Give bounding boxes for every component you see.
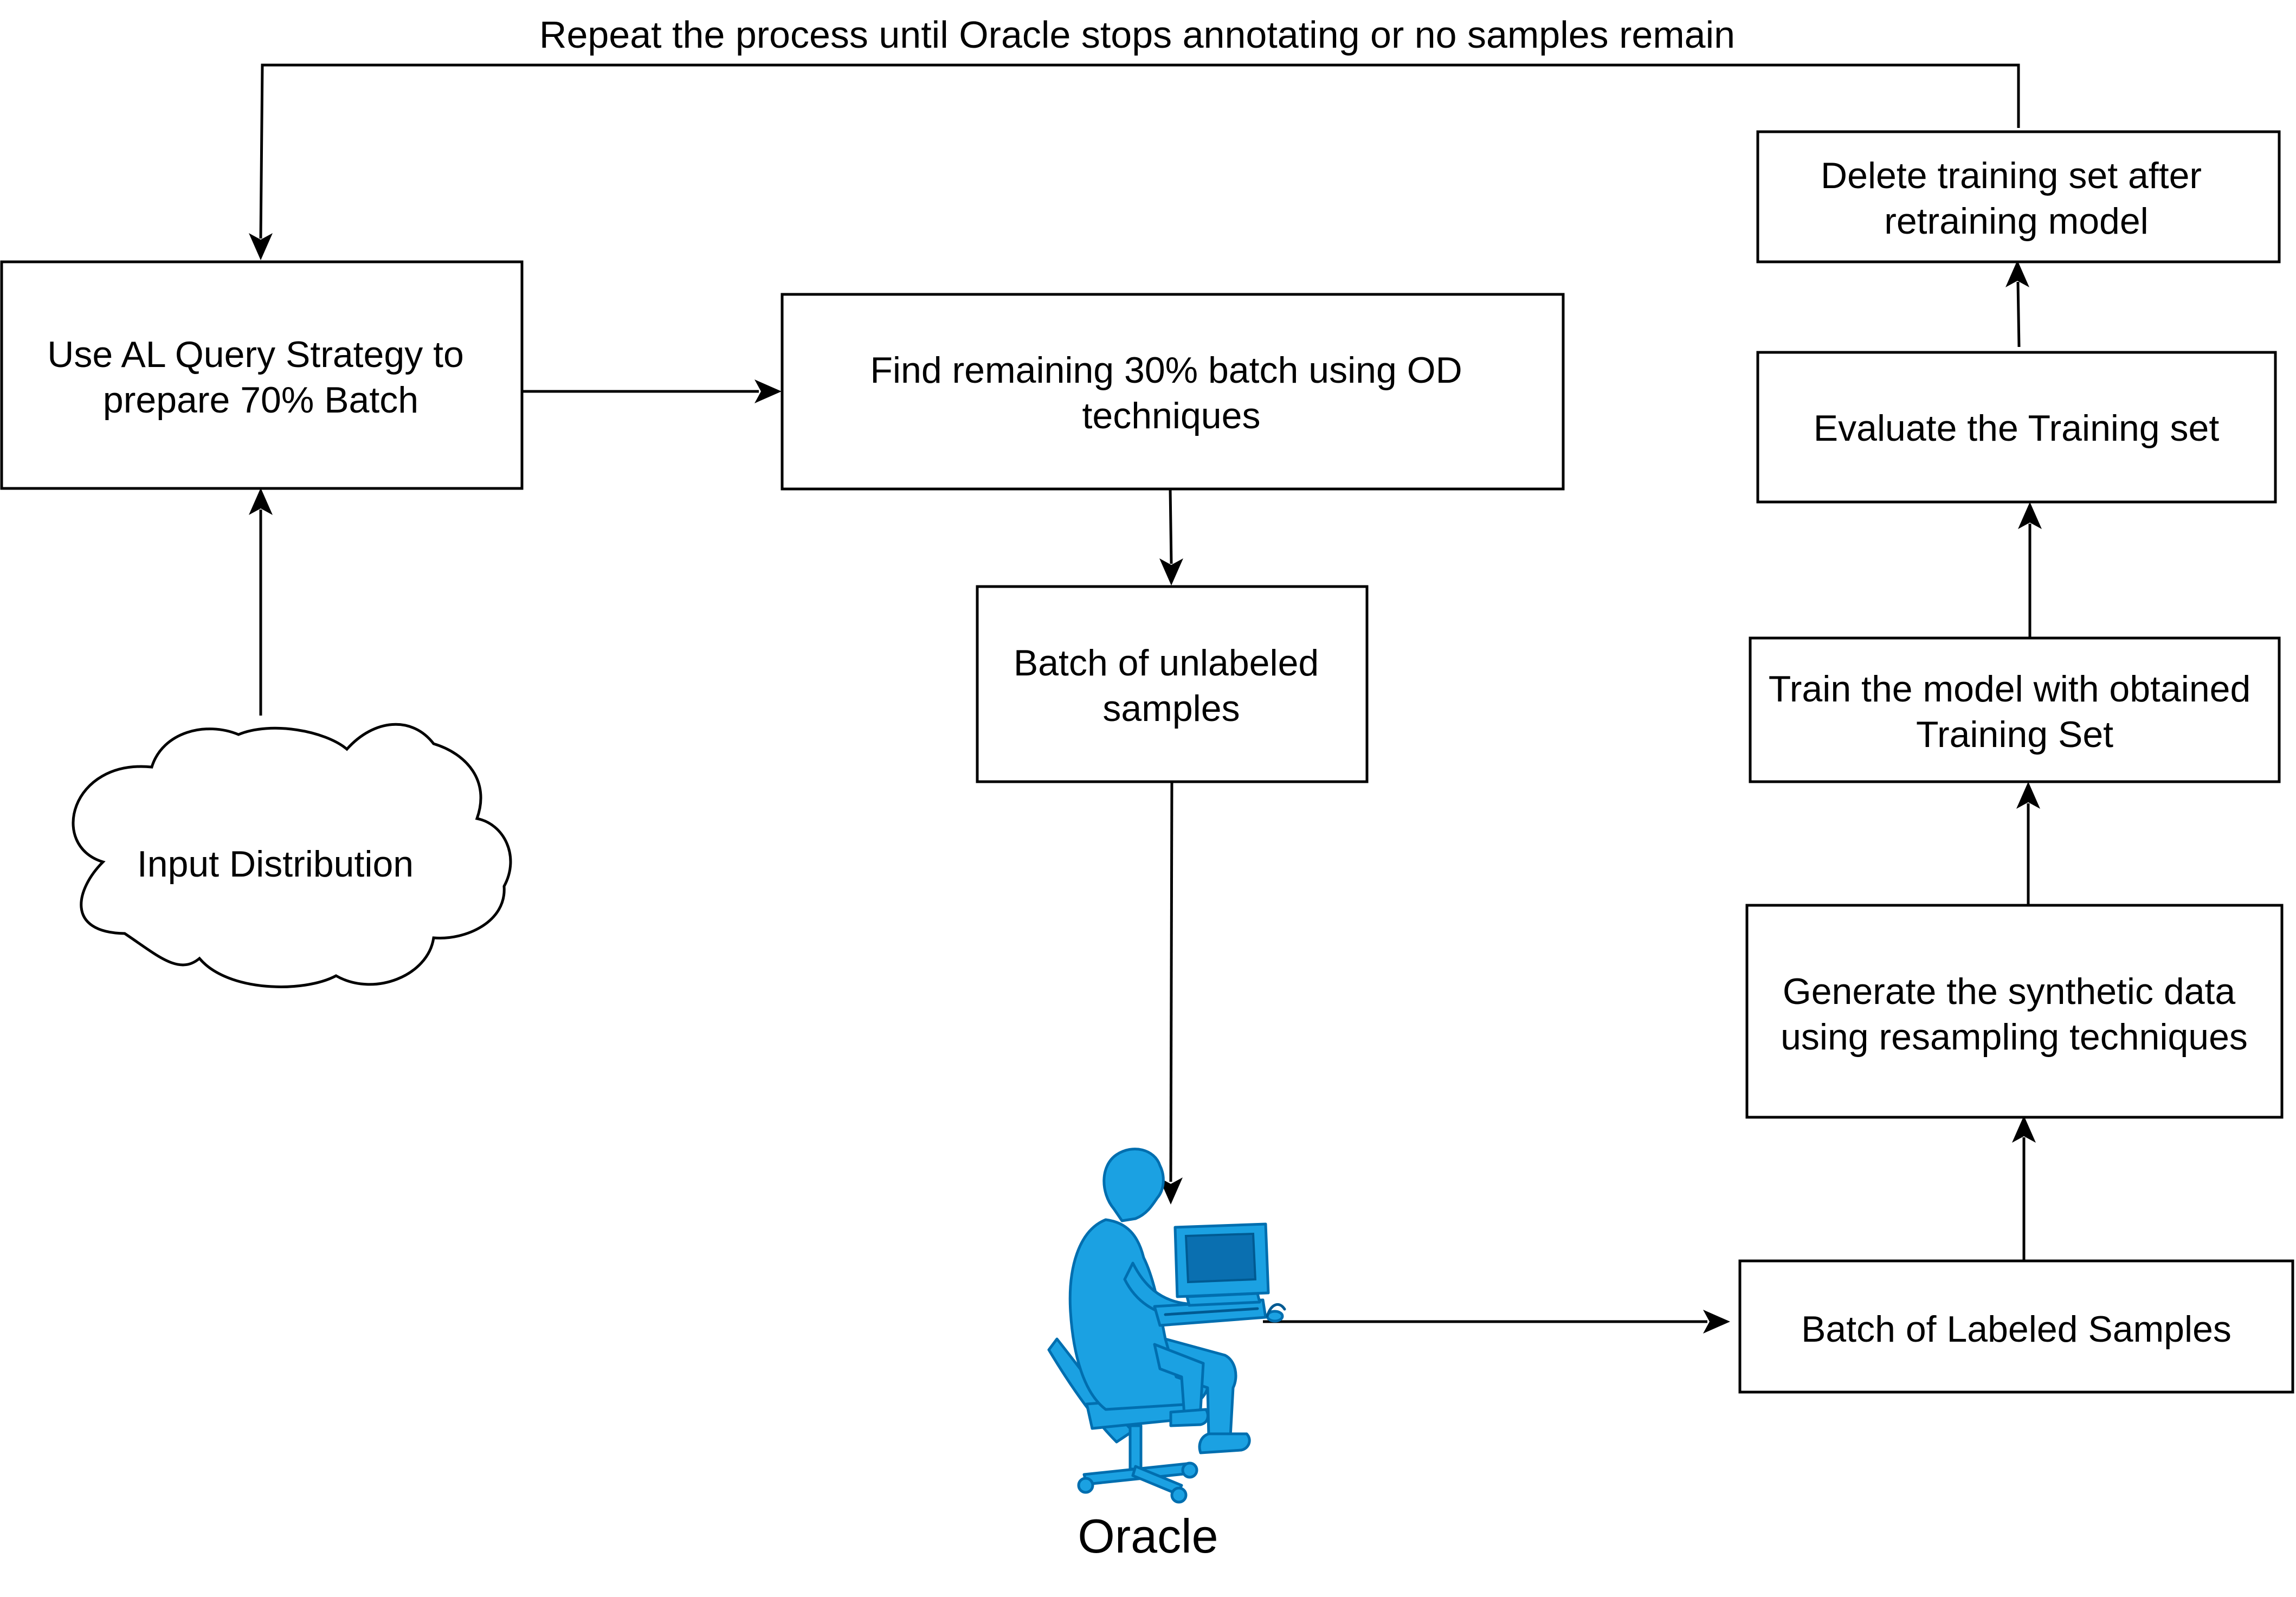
node-synthetic: Generate the synthetic data using resamp… <box>1745 904 2284 1119</box>
node-label: Input Distribution <box>137 843 414 885</box>
edge-labeled-to-synthetic <box>2012 1116 2036 1260</box>
node-label: Use AL Query Strategy to prepare 70% Bat… <box>47 334 474 421</box>
edge-train-to-evaluate <box>2018 502 2042 637</box>
cloud-shape <box>72 723 512 988</box>
node-label: Find remaining 30% batch using OD techni… <box>870 350 1472 436</box>
edge-unlabeled-to-oracle <box>1159 781 1183 1205</box>
node-find-remaining: Find remaining 30% batch using OD techni… <box>781 293 1565 491</box>
edge-evaluate-to-delete <box>2005 260 2029 347</box>
node-label: Delete training set after retraining mod… <box>1821 155 2212 242</box>
edge-oracle-to-labeled <box>1263 1310 1730 1334</box>
edge-synthetic-to-train <box>2016 782 2040 905</box>
node-labeled: Batch of Labeled Samples <box>1738 1259 2294 1394</box>
node-train: Train the model with obtained Training S… <box>1749 636 2281 783</box>
node-al-query: Use AL Query Strategy to prepare 70% Bat… <box>0 260 524 490</box>
edge-loop-back <box>249 63 2020 260</box>
node-evaluate: Evaluate the Training set <box>1756 351 2277 504</box>
node-oracle: Oracle <box>1047 1148 1286 1563</box>
node-label: Batch of unlabeled samples <box>1014 642 1329 729</box>
edge-al-query-to-find-remaining <box>522 379 782 403</box>
node-delete: Delete training set after retraining mod… <box>1756 130 2281 263</box>
node-label: Batch of Labeled Samples <box>1801 1309 2231 1350</box>
node-unlabeled: Batch of unlabeled samples <box>976 585 1369 783</box>
node-label: Evaluate the Training set <box>1814 408 2220 449</box>
edge-input-to-al-query <box>249 488 273 716</box>
edge-find-remaining-to-unlabeled <box>1159 488 1183 585</box>
node-label: Generate the synthetic data using resamp… <box>1781 971 2248 1058</box>
person-at-computer-icon <box>1047 1148 1286 1504</box>
node-input-distribution: Input Distribution <box>72 723 512 988</box>
loop-label: Repeat the process until Oracle stops an… <box>539 14 1735 56</box>
node-label: Oracle <box>1078 1509 1218 1563</box>
node-label: Train the model with obtained Training S… <box>1769 668 2261 755</box>
